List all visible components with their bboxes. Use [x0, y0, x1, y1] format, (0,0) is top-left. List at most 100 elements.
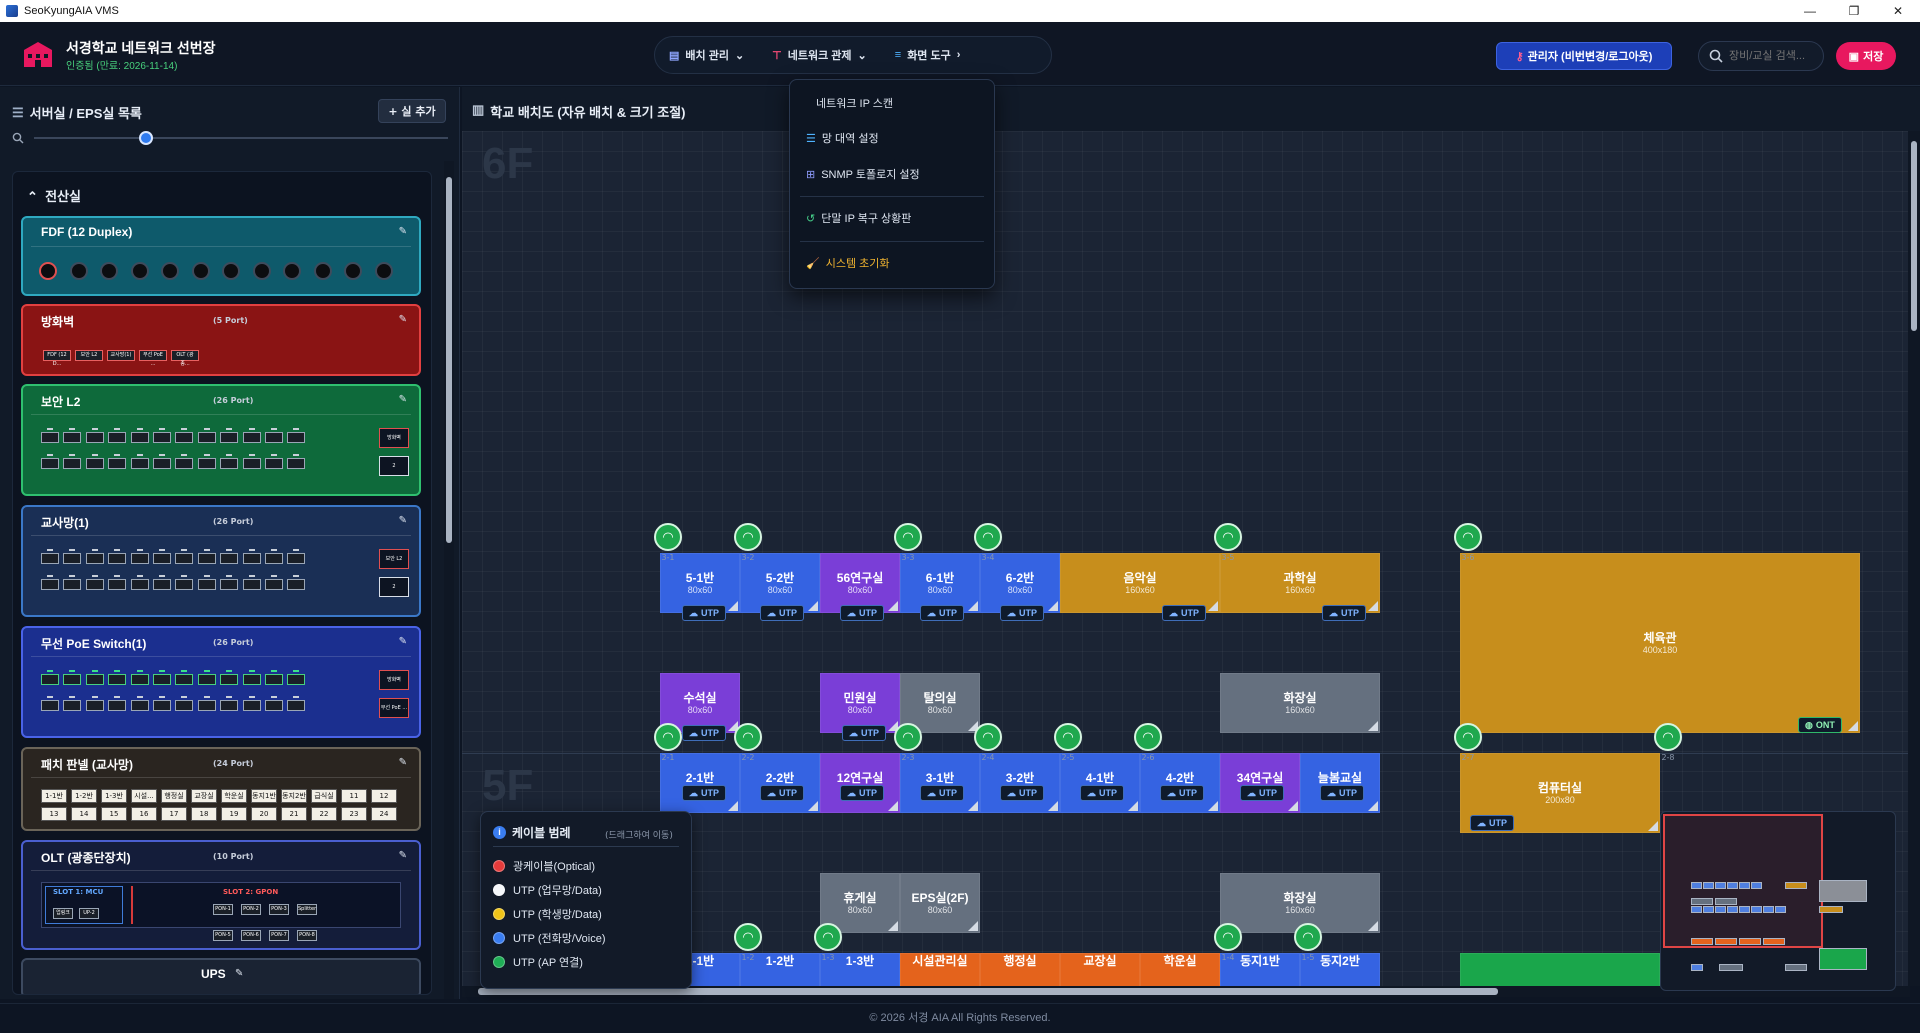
patch-port[interactable]: 1-2반 [71, 789, 97, 803]
menu-item-ip-scan[interactable]: 네트워크 IP 스캔 [816, 95, 893, 111]
wifi-ap-icon[interactable]: ◠ [734, 523, 762, 551]
fiber-port[interactable] [283, 262, 301, 280]
switch-port[interactable] [41, 432, 59, 443]
switch-port[interactable] [242, 432, 261, 443]
resize-handle[interactable] [1368, 601, 1378, 611]
utp-port-tag[interactable]: ☁UTP [1160, 785, 1204, 801]
canvas-v-scrollbar[interactable] [1908, 131, 1920, 986]
gpon-port[interactable]: PON-6 [241, 930, 261, 941]
switch-port[interactable] [85, 700, 104, 711]
switch-port[interactable] [130, 432, 149, 443]
firewall-port[interactable]: OLT (광종... [171, 350, 199, 367]
resize-handle[interactable] [808, 801, 818, 811]
switch-port[interactable] [130, 674, 149, 685]
resize-handle[interactable] [968, 921, 978, 931]
switch-port[interactable] [108, 579, 127, 590]
switch-port[interactable] [63, 458, 82, 469]
wifi-ap-icon[interactable]: ◠ [734, 923, 762, 951]
wifi-ap-icon[interactable]: ◠ [814, 923, 842, 951]
resize-handle[interactable] [888, 921, 898, 931]
rack-fdf[interactable]: FDF (12 Duplex) ✎ [21, 216, 421, 296]
switch-port[interactable] [220, 432, 239, 443]
switch-port[interactable] [108, 553, 127, 564]
switch-port[interactable] [85, 674, 104, 685]
resize-handle[interactable] [1648, 821, 1658, 831]
switch-port[interactable] [265, 553, 283, 564]
resize-handle[interactable] [1848, 721, 1858, 731]
fiber-port[interactable] [191, 262, 210, 280]
wifi-ap-icon[interactable]: ◠ [654, 723, 682, 751]
utp-port-tag[interactable]: ☁UTP [682, 725, 726, 741]
switch-port[interactable] [265, 674, 283, 685]
switch-port[interactable] [153, 432, 171, 443]
add-room-button[interactable]: + 실 추가 [378, 99, 446, 123]
edit-icon[interactable]: ✎ [398, 850, 407, 861]
patch-port[interactable]: 학운실 [221, 789, 247, 803]
fiber-port[interactable] [130, 262, 149, 280]
olt-port[interactable]: UP-2 [79, 908, 99, 919]
gpon-port[interactable]: PON-8 [297, 930, 317, 941]
resize-handle[interactable] [1128, 801, 1138, 811]
resize-handle[interactable] [1208, 601, 1218, 611]
resize-handle[interactable] [1368, 801, 1378, 811]
patch-port[interactable]: 행정실 [161, 789, 187, 803]
switch-port[interactable] [197, 458, 216, 469]
resize-handle[interactable] [888, 801, 898, 811]
scrollbar-thumb[interactable] [478, 988, 1498, 995]
room[interactable]: 늘봄교실80x60 [1300, 753, 1380, 813]
uplink-port[interactable]: 보안 L2 [379, 549, 409, 569]
wifi-ap-icon[interactable]: ◠ [1214, 523, 1242, 551]
fiber-port[interactable] [69, 262, 88, 280]
utp-port-tag[interactable]: ☁UTP [920, 785, 964, 801]
switch-port[interactable] [220, 674, 239, 685]
wifi-ap-icon[interactable]: ◠ [1214, 923, 1242, 951]
switch-port[interactable] [220, 553, 239, 564]
firewall-port[interactable]: FDF (12 D... [43, 350, 71, 367]
edit-icon[interactable]: ✎ [398, 757, 407, 768]
fiber-port[interactable] [161, 262, 179, 280]
patch-port[interactable]: 20 [251, 807, 277, 821]
uplink-port[interactable]: 무선 PoE ... [379, 698, 409, 718]
switch-port[interactable] [220, 579, 239, 590]
switch-port[interactable] [175, 553, 194, 564]
scrollbar-thumb[interactable] [1911, 141, 1917, 331]
switch-port[interactable] [242, 700, 261, 711]
rack-ups[interactable]: UPS ✎ [21, 958, 421, 994]
switch-port[interactable] [175, 579, 194, 590]
olt-port[interactable]: 업링크 [53, 908, 73, 919]
fiber-port[interactable] [374, 262, 393, 280]
switch-port[interactable] [41, 553, 59, 564]
switch-port[interactable] [41, 674, 59, 685]
utp-port-tag[interactable]: ☁UTP [1080, 785, 1124, 801]
switch-port[interactable] [63, 553, 82, 564]
resize-handle[interactable] [1208, 801, 1218, 811]
minimap-viewport[interactable] [1663, 814, 1823, 948]
switch-port[interactable] [41, 458, 59, 469]
edit-icon[interactable]: ✎ [235, 968, 244, 979]
utp-port-tag[interactable]: ☁UTP [1000, 785, 1044, 801]
switch-port[interactable] [153, 579, 171, 590]
switch-port[interactable] [130, 700, 149, 711]
switch-port[interactable] [220, 700, 239, 711]
edit-icon[interactable]: ✎ [398, 314, 407, 325]
switch-port[interactable] [242, 553, 261, 564]
uplink-port[interactable]: 2 [379, 577, 409, 597]
resize-handle[interactable] [1048, 601, 1058, 611]
switch-port[interactable] [287, 553, 306, 564]
patch-port[interactable]: 23 [341, 807, 367, 821]
utp-port-tag[interactable]: ☁UTP [682, 785, 726, 801]
switch-port[interactable] [85, 553, 104, 564]
switch-port[interactable] [63, 579, 82, 590]
utp-port-tag[interactable]: ☁UTP [1322, 605, 1366, 621]
switch-port[interactable] [287, 674, 306, 685]
